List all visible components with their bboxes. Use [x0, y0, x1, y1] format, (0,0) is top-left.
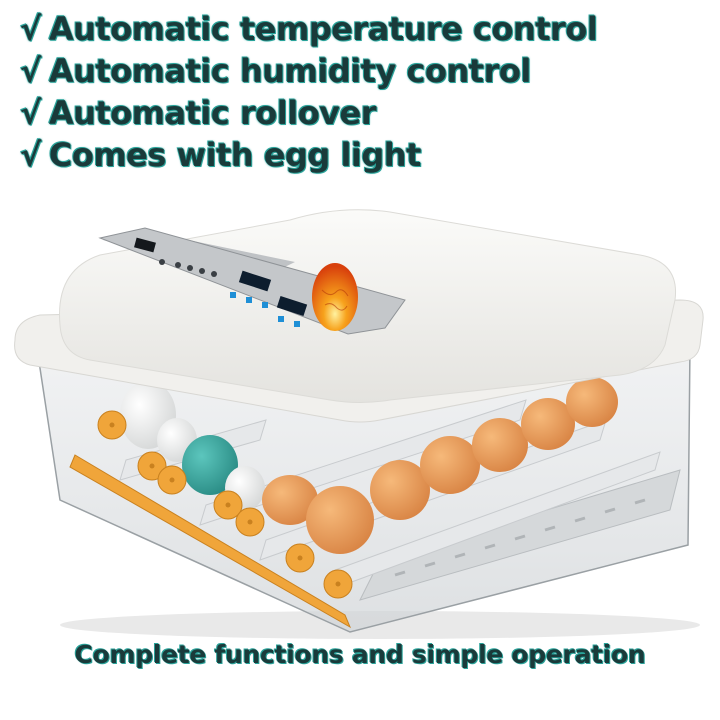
feature-text: Automatic humidity control: [48, 52, 531, 90]
feature-item: √Automatic humidity control: [20, 50, 597, 92]
eggs: [120, 377, 618, 554]
check-icon: √: [20, 94, 41, 132]
feature-item: √Automatic temperature control: [20, 8, 598, 50]
feature-text: Comes with egg light: [48, 136, 422, 174]
feature-list: √Automatic temperature control √Automati…: [20, 8, 598, 176]
check-icon: √: [20, 52, 41, 90]
feature-item: √Automatic rollover: [20, 92, 597, 134]
turning-gears: [69, 410, 353, 629]
check-icon: √: [20, 10, 41, 48]
candling-egg-light: [312, 263, 358, 331]
feature-text: Automatic temperature control: [48, 10, 598, 48]
incubator-illustration: [14, 209, 704, 639]
tagline: Complete functions and simple operation: [74, 640, 646, 669]
check-icon: √: [20, 136, 41, 174]
feature-item: √Comes with egg light: [20, 134, 597, 176]
feature-text: Automatic rollover: [48, 94, 377, 132]
